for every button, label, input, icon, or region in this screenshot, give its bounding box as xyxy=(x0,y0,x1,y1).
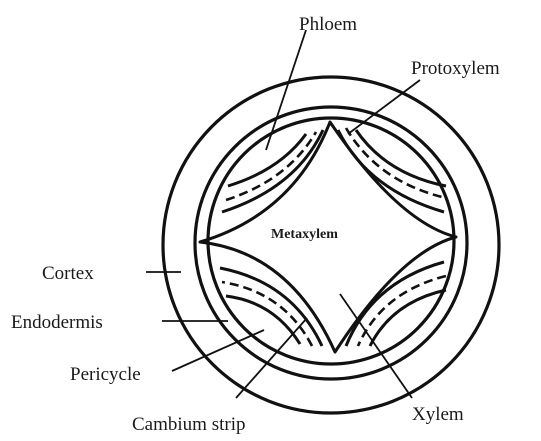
leader-phloem xyxy=(266,30,306,150)
label-cortex: Cortex xyxy=(42,263,94,284)
label-metaxylem: Metaxylem xyxy=(271,227,338,242)
leader-protoxylem xyxy=(348,80,420,134)
phloem-band-top-right-inner xyxy=(338,130,444,212)
label-pericycle: Pericycle xyxy=(70,364,141,385)
endodermis-ring xyxy=(195,107,467,379)
phloem-band-bottom-left-inner xyxy=(220,268,322,346)
label-xylem: Xylem xyxy=(412,404,464,425)
label-protoxylem: Protoxylem xyxy=(411,58,500,79)
label-phloem: Phloem xyxy=(299,14,357,35)
label-cambium-strip: Cambium strip xyxy=(132,414,245,435)
label-endodermis: Endodermis xyxy=(11,312,103,333)
